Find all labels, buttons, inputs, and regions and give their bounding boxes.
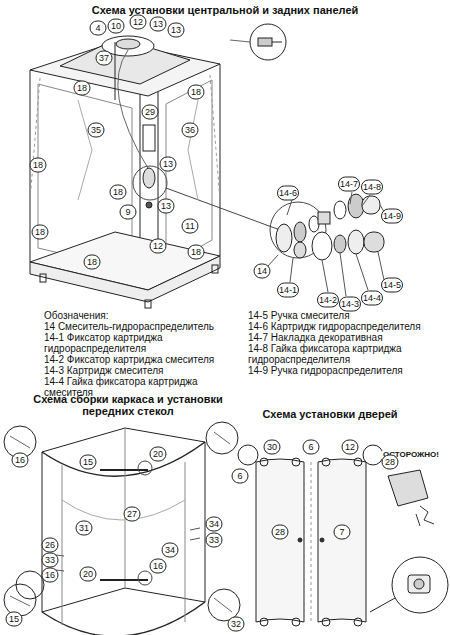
callout-number: 28 (272, 525, 289, 540)
callout-number: 14-9 (381, 209, 403, 224)
callout-number: 33 (42, 553, 59, 568)
callout-number: 14-4 (361, 291, 383, 306)
note-text: 14-8 Гайка фиксатора картриджа гидрорасп… (248, 343, 444, 365)
callout-number: 37 (96, 51, 113, 66)
callout-number: 14 (254, 264, 271, 279)
callout-number: 36 (182, 123, 199, 138)
callout-number: 14-2 (317, 293, 339, 308)
callout-number: 18 (84, 255, 101, 270)
callout-number: 16 (150, 559, 167, 574)
callout-number: 18 (74, 81, 91, 96)
callout-number: 9 (120, 205, 137, 220)
callout-number: 14-8 (361, 180, 383, 195)
callout-number: 35 (88, 123, 105, 138)
note-text: 14-5 Ручка смесителя (248, 310, 444, 321)
callout-number: 12 (342, 440, 359, 455)
callout-number: 16 (12, 453, 29, 468)
callout-number: 29 (142, 105, 159, 120)
callout-number: 18 (30, 158, 47, 173)
callout-number: 15 (6, 612, 23, 627)
callout-number: 20 (150, 447, 167, 462)
callout-number: 10 (108, 19, 125, 34)
callout-number: 7 (334, 525, 351, 540)
frame-drawing (4, 422, 240, 635)
callout-number: 16 (42, 568, 59, 583)
doors-drawing (238, 445, 448, 626)
callout-number: 12 (130, 15, 147, 30)
callout-number: 13 (168, 23, 185, 38)
note-text: 14-3 Картридж смесителя (44, 365, 240, 376)
diagram-title: Схема установки центральной и задних пан… (0, 4, 450, 16)
callout-number: 15 (80, 455, 97, 470)
callout-number: 13 (150, 17, 167, 32)
callout-number: 6 (232, 469, 249, 484)
notes-column: 14-5 Ручка смесителя14-6 Картридж гидрор… (248, 310, 444, 376)
callout-number: 4 (90, 21, 107, 36)
callout-number: 20 (80, 567, 97, 582)
callout-number: 14-1 (277, 283, 299, 298)
callout-number: 14-5 (381, 278, 403, 293)
notes-column: Обозначения:14 Смеситель-гидрораспредели… (44, 310, 240, 398)
section-heading: Схема установки дверей (245, 408, 415, 420)
callout-number: 34 (162, 543, 179, 558)
callout-number: 13 (160, 157, 177, 172)
cabin-drawing (30, 36, 280, 308)
callout-number: 18 (188, 245, 205, 260)
callout-number: 26 (42, 538, 59, 553)
callout-number: 27 (124, 507, 141, 522)
note-text: 14-7 Накладка декоративная (248, 332, 444, 343)
note-text: 14 Смеситель-гидрораспределитель (44, 321, 240, 332)
note-text: 14-2 Фиксатор картриджа смесителя (44, 354, 240, 365)
inset-detail (230, 24, 286, 60)
exploded-mixer (268, 192, 386, 296)
callout-number: 33 (206, 533, 223, 548)
callout-number: 18 (188, 85, 205, 100)
callout-number: 18 (110, 185, 127, 200)
callout-number: 32 (228, 617, 245, 632)
note-text: Обозначения: (44, 310, 240, 321)
callout-number: 18 (32, 225, 49, 240)
callout-number: 14-7 (338, 177, 360, 192)
callout-number: 11 (182, 219, 199, 234)
callout-number: 14-6 (277, 186, 299, 201)
callout-number: 13 (158, 199, 175, 214)
callout-number: 6 (303, 440, 320, 455)
callout-number: 31 (76, 521, 93, 536)
callout-number: 28 (382, 455, 399, 470)
callout-number: 34 (206, 517, 223, 532)
callout-number: 14-3 (339, 297, 361, 312)
note-text: 14-9 Ручка гидрораспределителя (248, 365, 444, 376)
callout-number: 30 (264, 440, 281, 455)
note-text: 14-6 Картридж гидрораспределителя (248, 321, 444, 332)
callout-number: 12 (150, 239, 167, 254)
note-text: 14-1 Фиксатор картриджа гидрораспределит… (44, 332, 240, 354)
section-heading: Схема сборки каркаса и установки передни… (23, 393, 233, 417)
